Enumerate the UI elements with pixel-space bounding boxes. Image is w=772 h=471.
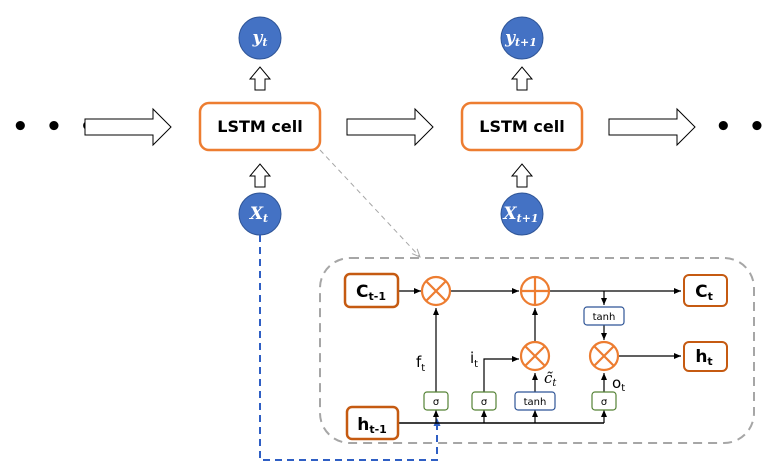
state-c-next: Ct xyxy=(683,274,728,307)
multiply-operator-icon xyxy=(420,275,452,307)
svg-text:yt+1: yt+1 xyxy=(504,28,537,49)
multiply-operator-icon xyxy=(588,340,620,372)
input-label: it xyxy=(470,349,478,370)
svg-text:tanh: tanh xyxy=(593,312,616,323)
lstm-cell-t[interactable]: LSTM cell xyxy=(198,101,322,152)
zoom-connector-line xyxy=(319,149,420,257)
svg-text:yt: yt xyxy=(252,28,268,49)
lstm-cell-t-plus-1[interactable]: LSTM cell xyxy=(460,101,584,152)
svg-text:σ: σ xyxy=(601,397,608,408)
svg-text:σ: σ xyxy=(433,397,440,408)
lstm-cell-label: LSTM cell xyxy=(217,117,302,136)
leading-ellipsis: • • • xyxy=(12,112,100,142)
svg-text:Ct: Ct xyxy=(695,282,713,303)
output-node-y-t-plus-1: yt+1 xyxy=(500,16,544,60)
add-operator-icon xyxy=(519,275,551,307)
block-arrow-right xyxy=(608,107,696,147)
trailing-ellipsis: • • • xyxy=(715,112,772,142)
forget-label: ft xyxy=(416,353,425,374)
input-node-x-t-plus-1: Xt+1 xyxy=(500,192,544,236)
cell-tanh: tanh xyxy=(583,306,625,326)
state-h-prev: ht-1 xyxy=(345,405,400,441)
candidate-tanh: tanh xyxy=(514,391,556,411)
block-arrow-up xyxy=(248,66,272,91)
block-arrow-up xyxy=(510,163,534,188)
block-arrow-up xyxy=(248,163,272,188)
block-arrow-right xyxy=(346,107,434,147)
cell-detail-container xyxy=(319,257,755,444)
output-label: ot xyxy=(612,374,625,394)
block-arrow-right xyxy=(84,107,172,147)
state-h-next: ht xyxy=(683,341,728,372)
svg-text:ht: ht xyxy=(695,347,712,368)
input-gate-sigmoid: σ xyxy=(471,391,497,411)
cell-wires xyxy=(398,288,681,424)
input-link-dashed xyxy=(259,235,441,461)
state-c-prev: Ct-1 xyxy=(343,272,400,309)
svg-text:ht-1: ht-1 xyxy=(357,415,387,436)
output-gate-sigmoid: σ xyxy=(591,391,617,411)
forget-gate-sigmoid: σ xyxy=(423,391,449,411)
multiply-operator-icon xyxy=(519,340,551,372)
output-node-y-t: yt xyxy=(238,16,282,60)
lstm-cell-label: LSTM cell xyxy=(479,117,564,136)
candidate-label: c̃t xyxy=(544,369,557,389)
svg-text:Ct-1: Ct-1 xyxy=(356,282,386,303)
block-arrow-up xyxy=(510,66,534,91)
svg-text:σ: σ xyxy=(481,397,488,408)
svg-text:Xt+1: Xt+1 xyxy=(502,204,538,225)
svg-text:tanh: tanh xyxy=(524,397,547,408)
input-node-x-t: Xt xyxy=(238,192,282,236)
svg-text:Xt: Xt xyxy=(249,204,268,225)
